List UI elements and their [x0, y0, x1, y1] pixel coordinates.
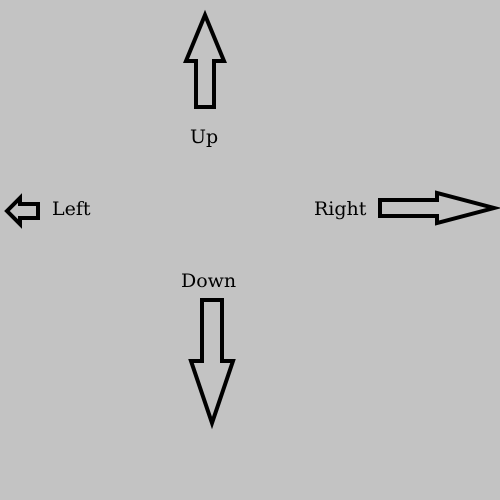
arrow-up-icon[interactable]	[183, 9, 227, 111]
label-down: Down	[181, 270, 237, 292]
label-right: Right	[314, 198, 367, 220]
arrow-down-icon[interactable]	[188, 298, 237, 430]
label-left: Left	[52, 198, 91, 220]
label-up: Up	[190, 126, 219, 148]
arrow-left-icon[interactable]	[4, 193, 41, 229]
arrow-right-icon[interactable]	[378, 190, 500, 227]
